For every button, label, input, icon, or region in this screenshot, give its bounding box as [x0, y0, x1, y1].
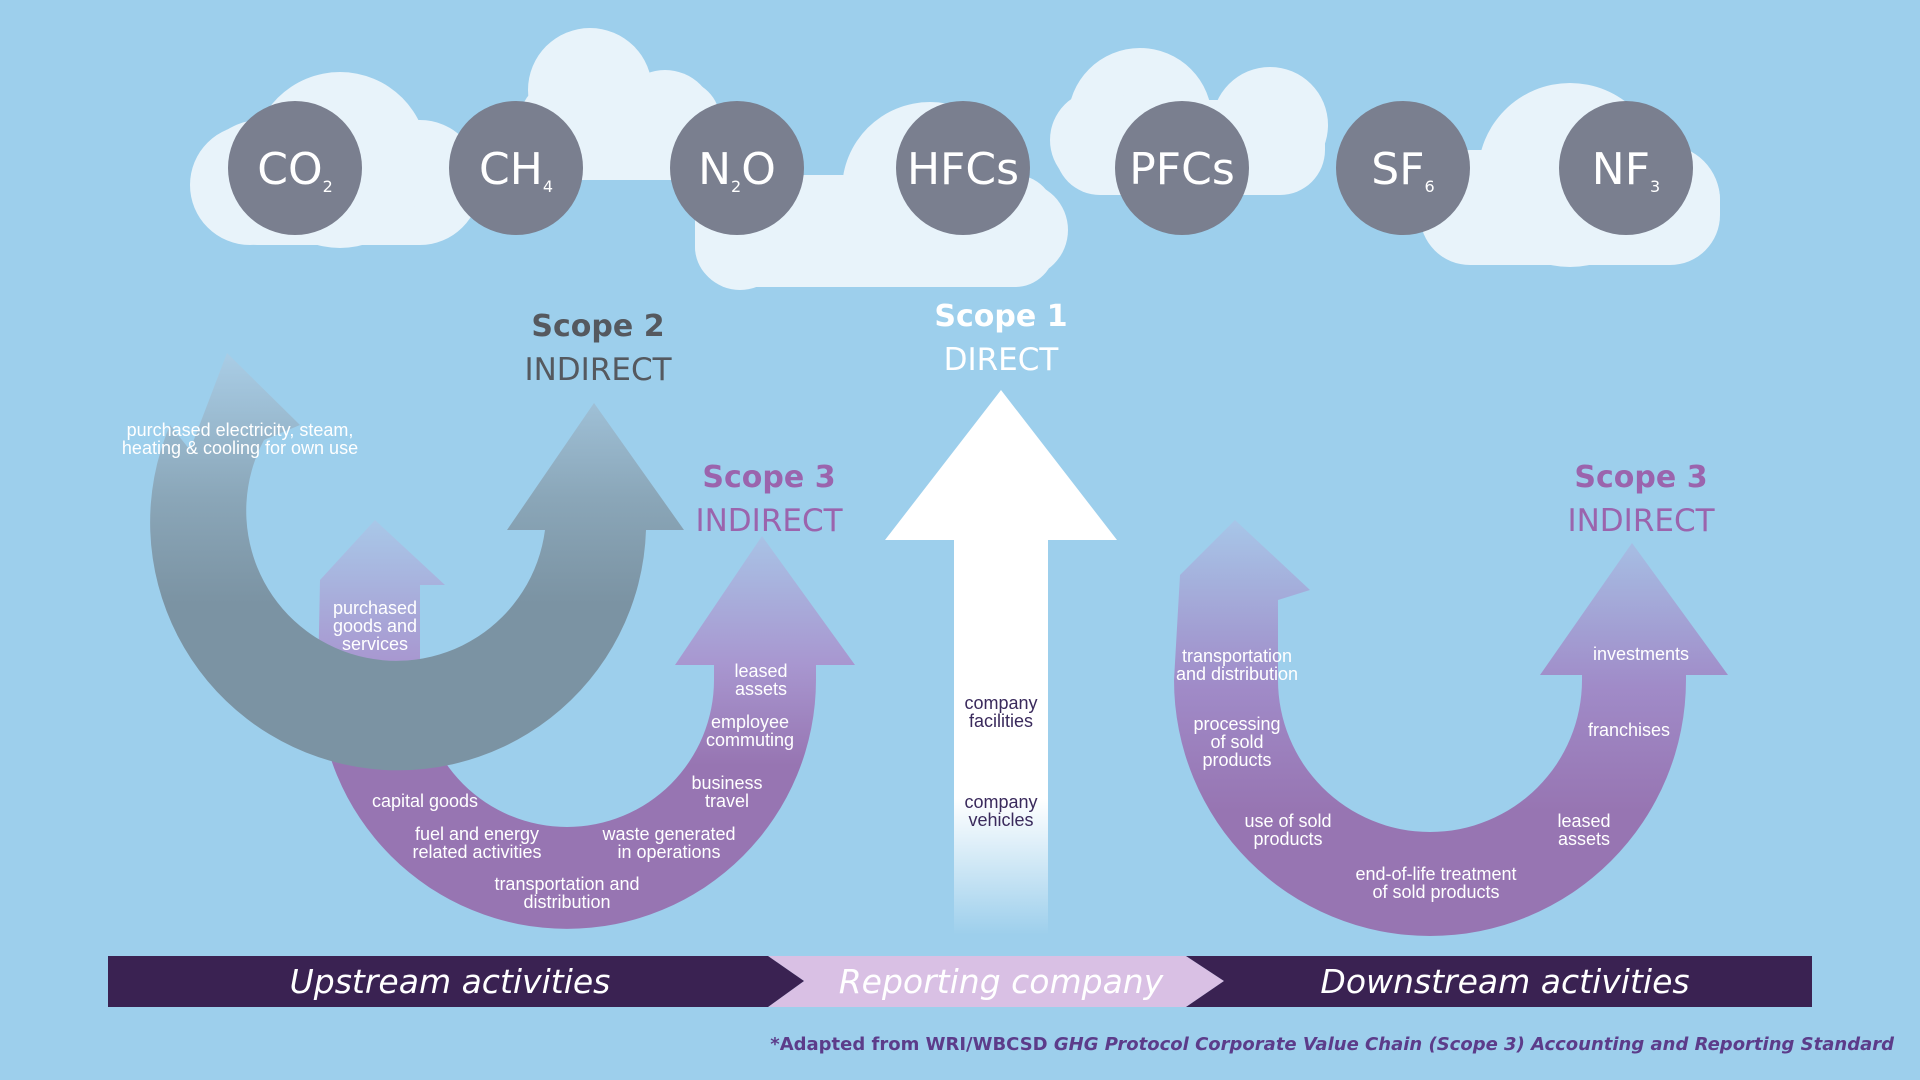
- gas-label: HFCs: [907, 144, 1019, 195]
- reporting-segment: [768, 956, 1224, 1007]
- scope3-downstream-title: Scope 3: [1574, 460, 1707, 495]
- gas-hfcs: HFCs: [896, 101, 1030, 235]
- scope2-arrow: [150, 353, 685, 771]
- value-chain-bar: Upstream activities Reporting company Do…: [108, 956, 1812, 1007]
- gas-label: N2O: [698, 144, 776, 196]
- activity-labels: purchased electricity, steam,heating & c…: [122, 420, 1689, 912]
- scope3-downstream-label-5: franchises: [1588, 720, 1670, 740]
- gas-circle: [670, 101, 804, 235]
- gas-label: CO2: [257, 144, 333, 196]
- scope3-upstream-title: Scope 3: [702, 460, 835, 495]
- reporting-label: Reporting company: [839, 962, 1164, 1001]
- gas-label: CH4: [479, 144, 553, 196]
- scope1-subtitle: DIRECT: [944, 342, 1060, 378]
- scope3-downstream-label-6: investments: [1593, 644, 1689, 664]
- footnote-standard: GHG Protocol Corporate Value Chain (Scop…: [1054, 1034, 1895, 1055]
- greenhouse-gases: CO2 CH4 N2O HFCs PFCs SF6 NF3: [228, 101, 1693, 235]
- scope3-upstream-heading: Scope 3 INDIRECT: [695, 460, 843, 539]
- scope3-downstream-subtitle: INDIRECT: [1567, 503, 1715, 539]
- scope2-heading: Scope 2 INDIRECT: [524, 309, 672, 388]
- upstream-segment: [108, 956, 768, 1007]
- gas-circle: [1559, 101, 1693, 235]
- upstream-label: Upstream activities: [290, 962, 611, 1001]
- scope1-title: Scope 1: [934, 299, 1067, 334]
- downstream-label: Downstream activities: [1320, 962, 1689, 1001]
- gas-label: NF3: [1592, 144, 1660, 196]
- footnote: *Adapted from WRI/WBCSD GHG Protocol Cor…: [770, 1034, 1895, 1055]
- gas-sf6: SF6: [1336, 101, 1470, 235]
- gas-circle: [1336, 101, 1470, 235]
- scope3-downstream-heading: Scope 3 INDIRECT: [1567, 460, 1715, 539]
- gas-pfcs: PFCs: [1115, 101, 1249, 235]
- gas-co2: CO2: [228, 101, 362, 235]
- gas-label: PFCs: [1129, 144, 1235, 195]
- gas-circle: [1115, 101, 1249, 235]
- gas-ch4: CH4: [449, 101, 583, 235]
- scope3-downstream-arrow: [1174, 520, 1728, 936]
- gas-label: SF6: [1371, 144, 1434, 196]
- scope3-upstream-arrow: [318, 520, 855, 929]
- scope1-heading: Scope 1 DIRECT: [934, 299, 1067, 378]
- downstream-segment: [1186, 956, 1812, 1007]
- gas-nf3: NF3: [1559, 101, 1693, 235]
- footnote-prefix: *Adapted from WRI/WBCSD: [770, 1034, 1054, 1055]
- scope3-upstream-subtitle: INDIRECT: [695, 503, 843, 539]
- scope2-subtitle: INDIRECT: [524, 352, 672, 388]
- upstream-arrow-tip: [768, 956, 804, 1007]
- scope1-arrow: [885, 390, 1117, 935]
- gas-circle: [228, 101, 362, 235]
- gas-n2o: N2O: [670, 101, 804, 235]
- gas-circle: [449, 101, 583, 235]
- gas-circle: [896, 101, 1030, 235]
- scope3-upstream-label-1: capital goods: [372, 791, 478, 811]
- scope2-label-electricity: purchased electricity, steam,heating & c…: [122, 420, 358, 458]
- scope2-title: Scope 2: [531, 309, 664, 344]
